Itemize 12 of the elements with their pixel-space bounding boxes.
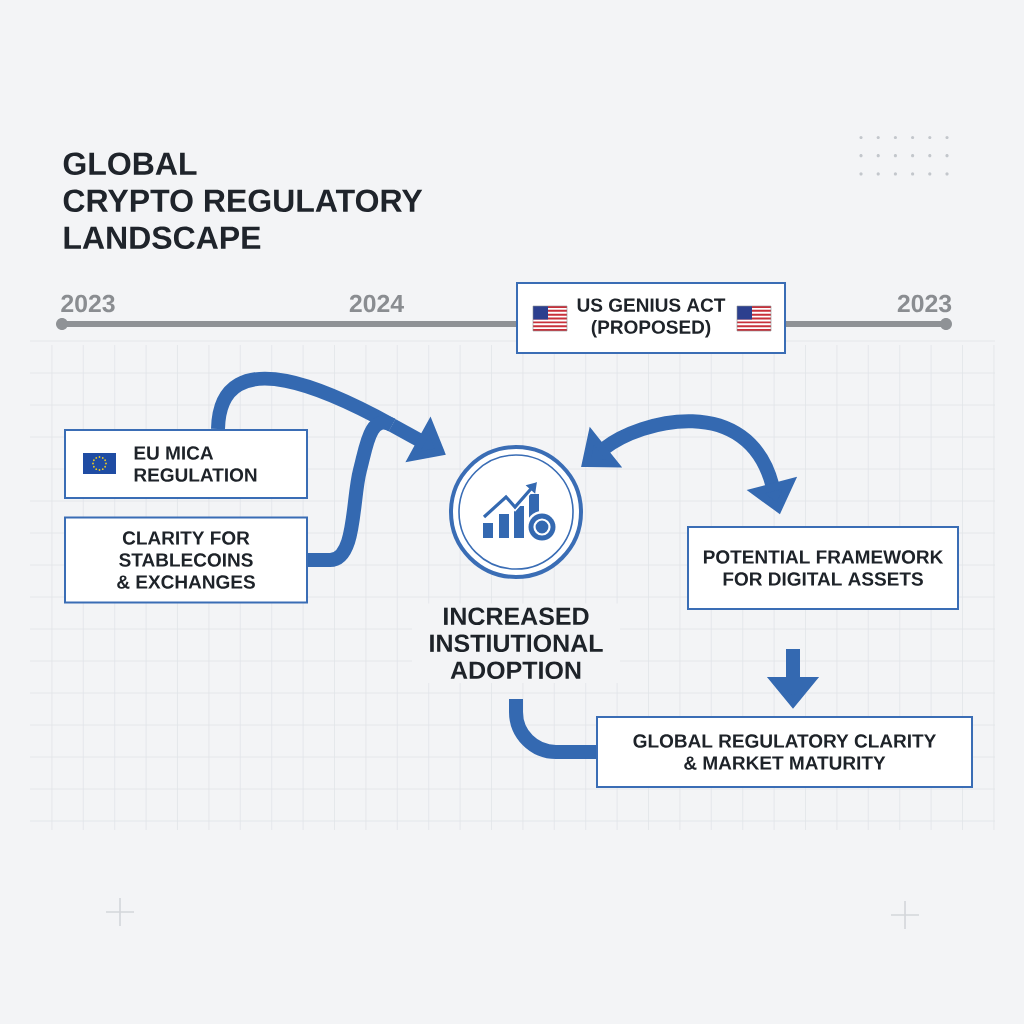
connector-line: [509, 699, 596, 759]
title: GLOBAL CRYPTO REGULATORY LANDSCAPE: [63, 152, 423, 250]
year-label: 2024: [349, 294, 404, 313]
heading: INCREASED INSTIUTIONAL ADOPTION: [412, 603, 620, 684]
text-box: CLARITY FOR STABLECOINS & EXCHANGES: [64, 516, 308, 604]
connector-line: [308, 415, 395, 567]
year-label: 2023: [61, 294, 115, 313]
year-label: 2023: [897, 294, 952, 313]
text-box: POTENTIAL FRAMEWORK FOR DIGITAL ASSETS: [687, 526, 959, 610]
text-box: US GENIUS ACT (PROPOSED): [516, 282, 786, 354]
text-box: GLOBAL REGULATORY CLARITY & MARKET MATURITY: [596, 716, 973, 788]
text-box: EU MICA REGULATION: [64, 429, 308, 499]
